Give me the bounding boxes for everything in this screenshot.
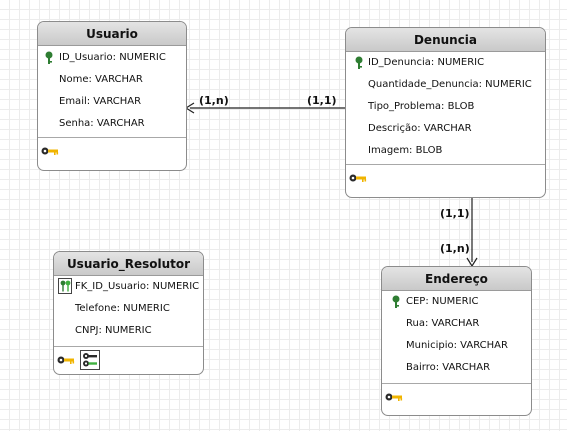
cardinality-usuario-side: (1,n): [199, 94, 229, 107]
attribute-row[interactable]: Imagem: BLOB: [368, 145, 443, 156]
entity-endereco[interactable]: Endereço CEP: NUMERIC Rua: VARCHAR Munic…: [381, 266, 532, 416]
attribute-row[interactable]: Telefone: NUMERIC: [75, 303, 170, 314]
entity-title: Endereço: [382, 267, 531, 291]
attribute-row[interactable]: ID_Denuncia: NUMERIC: [346, 52, 545, 74]
cardinality-denuncia-top: (1,1): [440, 207, 470, 220]
attribute-row[interactable]: CNPJ: NUMERIC: [75, 325, 152, 336]
key-icon: [385, 393, 403, 401]
entity-usuario[interactable]: Usuario ID_Usuario: NUMERIC Nome: VARCHA…: [37, 21, 187, 171]
attribute-row[interactable]: Quantidade_Denuncia: NUMERIC: [368, 79, 532, 90]
cardinality-endereco-side: (1,n): [440, 242, 470, 255]
attribute-row[interactable]: Bairro: VARCHAR: [406, 362, 491, 373]
key-icon: [57, 356, 75, 364]
key-icon: [349, 174, 367, 182]
primary-key-icon: [45, 51, 53, 64]
foreign-key-icon: [80, 350, 100, 370]
attribute-row[interactable]: Tipo_Problema: BLOB: [368, 101, 475, 112]
attribute-row[interactable]: FK_ID_Usuario: NUMERIC: [54, 276, 203, 298]
attribute-row[interactable]: Senha: VARCHAR: [59, 118, 145, 129]
primary-key-icon: [392, 295, 400, 308]
entity-title: Denuncia: [346, 28, 545, 52]
cardinality-denuncia-side: (1,1): [307, 94, 337, 107]
attribute-row[interactable]: ID_Usuario: NUMERIC: [38, 47, 186, 69]
entity-title: Usuario: [38, 22, 186, 46]
attribute-row[interactable]: Nome: VARCHAR: [59, 74, 143, 85]
entity-denuncia[interactable]: Denuncia ID_Denuncia: NUMERIC Quantidade…: [345, 27, 546, 198]
attribute-row[interactable]: Municipio: VARCHAR: [406, 340, 508, 351]
primary-key-icon: [355, 56, 363, 69]
attribute-row[interactable]: CEP: NUMERIC: [382, 291, 531, 313]
attribute-row[interactable]: Rua: VARCHAR: [406, 318, 480, 329]
key-icon: [41, 147, 59, 155]
entity-usuario-resolutor[interactable]: Usuario_Resolutor FK_ID_Usuario: NUMERIC…: [53, 251, 204, 375]
attribute-row[interactable]: Email: VARCHAR: [59, 96, 142, 107]
pk-fk-icon: [58, 278, 72, 294]
entity-title: Usuario_Resolutor: [54, 252, 203, 276]
attribute-row[interactable]: Descrição: VARCHAR: [368, 123, 472, 134]
